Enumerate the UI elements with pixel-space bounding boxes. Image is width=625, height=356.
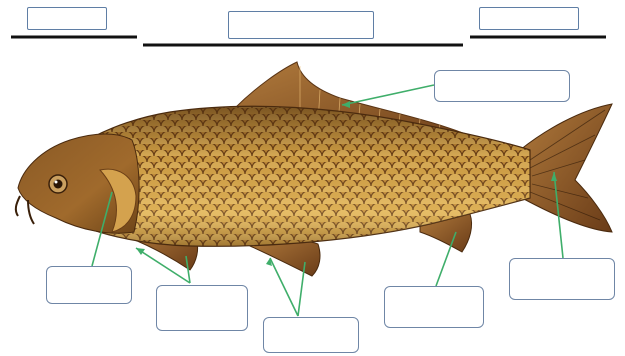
label-box-top-right[interactable] — [479, 7, 579, 30]
label-box-top-center[interactable] — [228, 11, 374, 39]
label-box-anal-fin[interactable] — [384, 286, 484, 328]
label-box-dorsal-fin[interactable] — [434, 70, 570, 102]
tail-fin-shape — [520, 104, 612, 232]
label-box-gill-cover[interactable] — [46, 266, 132, 304]
barbel — [16, 196, 20, 216]
label-box-pelvic-fins[interactable] — [263, 317, 359, 353]
label-box-tail-fin[interactable] — [509, 258, 615, 300]
label-box-pectoral-fin[interactable] — [156, 285, 248, 331]
label-box-top-left[interactable] — [27, 7, 107, 30]
